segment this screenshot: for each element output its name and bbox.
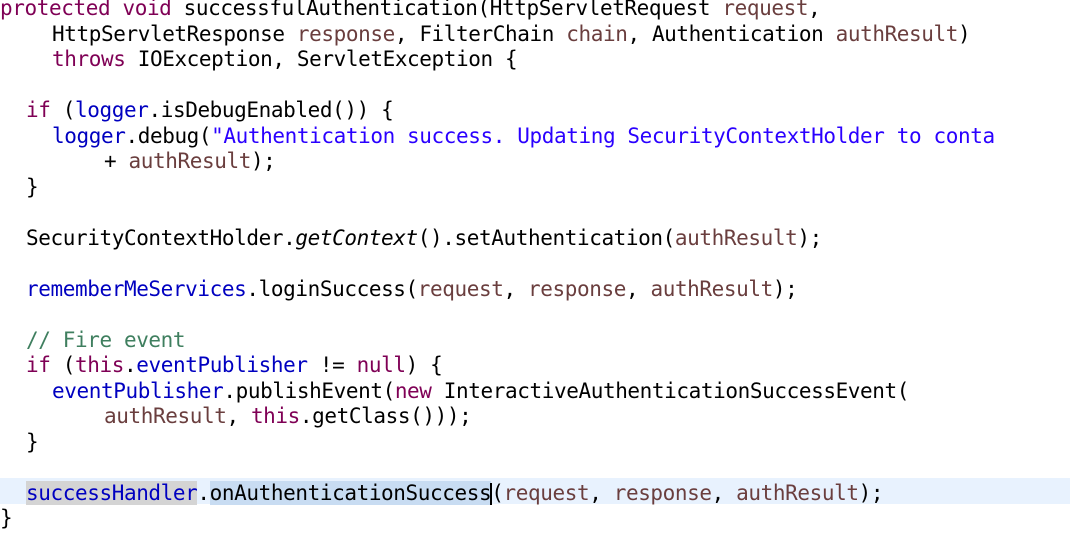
code-token: response xyxy=(296,21,395,46)
code-token: request xyxy=(722,0,809,20)
code-token: .publishEvent( xyxy=(223,378,395,403)
code-token: authResult xyxy=(104,404,227,428)
code-token: , xyxy=(226,404,251,428)
code-token: InteractiveAuthenticationSuccessEvent( xyxy=(431,378,910,403)
code-token: authResult xyxy=(835,21,959,46)
code-token: authResult xyxy=(736,480,859,505)
code-token: response xyxy=(613,480,712,505)
code-token: , xyxy=(589,480,614,505)
code-token: eventPublisher xyxy=(52,378,224,403)
code-token: getContext xyxy=(295,225,418,250)
code-token: .loginSuccess( xyxy=(246,276,418,301)
code-line-18: } xyxy=(26,429,39,456)
code-line-20: successHandler.onAuthenticationSuccess(r… xyxy=(26,480,884,507)
code-token: logger xyxy=(52,123,126,148)
code-token: if xyxy=(26,98,51,122)
code-line-12: rememberMeServices.loginSuccess(request,… xyxy=(26,276,798,303)
code-line-8: } xyxy=(26,174,39,201)
code-token: null xyxy=(356,353,406,377)
code-token: . xyxy=(123,353,137,377)
code-line-17: authResult, this.getClass())); xyxy=(104,404,472,430)
code-line-15: if (this.eventPublisher != null) { xyxy=(26,353,443,379)
code-token: request xyxy=(417,276,504,301)
code-token: rememberMeServices xyxy=(26,276,247,301)
code-token: if xyxy=(26,353,51,377)
code-line-2: HttpServletResponse response, FilterChai… xyxy=(52,21,971,48)
code-token: logger xyxy=(75,98,149,122)
code-token: // Fire event xyxy=(26,327,186,352)
code-token: successHandler xyxy=(26,480,198,505)
code-token: ) xyxy=(958,21,971,46)
code-line-6: logger.debug("Authentication success. Up… xyxy=(52,124,995,150)
code-token: eventPublisher xyxy=(136,353,308,377)
code-token: . xyxy=(197,480,210,505)
code-line-7: + authResult); xyxy=(104,149,276,175)
code-token: ) { xyxy=(405,353,443,377)
code-token: ); xyxy=(772,276,798,301)
code-token: "Authentication success. Updating Securi… xyxy=(211,123,995,148)
code-token: } xyxy=(26,174,39,199)
code-token: new xyxy=(394,378,432,403)
code-token: ( xyxy=(491,480,504,505)
code-line-14: // Fire event xyxy=(26,327,186,354)
code-token: successfulAuthentication(HttpServletRequ… xyxy=(171,0,723,20)
code-token: + xyxy=(104,149,129,173)
code-token: , FilterChain xyxy=(394,21,567,46)
code-token: , Authentication xyxy=(627,21,836,46)
text-caret xyxy=(490,482,493,505)
code-token: HttpServletResponse xyxy=(52,21,297,46)
code-line-10: SecurityContextHolder.getContext().setAu… xyxy=(26,226,822,252)
code-token: authResult xyxy=(674,225,798,250)
code-token: ); xyxy=(797,225,822,250)
code-line-3: throws IOException, ServletException { xyxy=(52,47,518,73)
code-token: chain xyxy=(566,21,628,46)
code-token: protected xyxy=(0,0,111,20)
code-token: , xyxy=(711,480,737,505)
code-token: IOException, ServletException { xyxy=(125,47,518,71)
code-token: throws xyxy=(52,47,126,71)
code-token: , xyxy=(808,0,821,20)
code-token: .isDebugEnabled()) { xyxy=(148,98,394,122)
code-token: ); xyxy=(858,480,884,505)
code-token: ().setAuthentication( xyxy=(417,225,676,250)
code-token: .getClass())); xyxy=(299,404,472,428)
code-token: .debug( xyxy=(125,123,212,148)
code-line-5: if (logger.isDebugEnabled()) { xyxy=(26,98,394,124)
code-token xyxy=(110,0,122,20)
code-token: , xyxy=(503,276,528,301)
code-line-16: eventPublisher.publishEvent(new Interact… xyxy=(52,379,909,405)
code-token: void xyxy=(122,0,172,20)
code-token: request xyxy=(503,480,590,505)
code-token: response xyxy=(528,276,626,301)
code-token: ( xyxy=(50,98,76,122)
code-token: ); xyxy=(250,149,276,173)
code-token: } xyxy=(0,506,13,530)
code-line-21: } xyxy=(0,506,13,532)
code-token: this xyxy=(75,353,124,377)
code-token: != xyxy=(307,353,357,377)
code-token: this xyxy=(250,404,300,428)
code-token: authResult xyxy=(650,276,773,301)
code-token: SecurityContextHolder. xyxy=(26,225,296,250)
code-token: authResult xyxy=(128,149,252,173)
code-line-1: protected void successfulAuthentication(… xyxy=(0,0,821,22)
code-token: ( xyxy=(50,353,76,377)
code-token: } xyxy=(26,429,39,454)
code-token: onAuthenticationSuccess xyxy=(209,480,492,505)
code-token: , xyxy=(625,276,651,301)
